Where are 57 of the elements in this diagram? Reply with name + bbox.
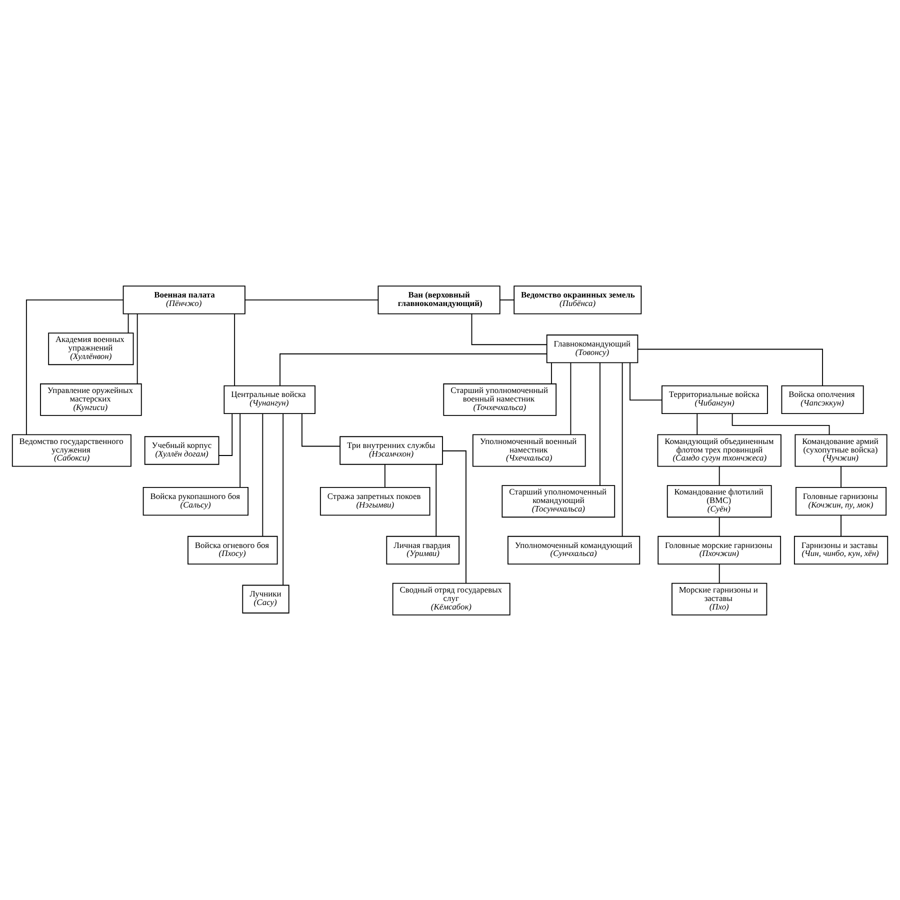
- connector: [551, 362, 552, 384]
- connector: [282, 412, 284, 586]
- connector: [718, 465, 720, 486]
- connector: [234, 312, 236, 386]
- connector: [136, 312, 138, 384]
- node-box: Учебный корпус (Хуллён догам): [144, 436, 220, 464]
- connector: [718, 563, 720, 584]
- node-box: Главнокомандующий (Товонсу): [546, 334, 638, 363]
- node-box: Морские гарнизоны и заставы (Пхо): [672, 582, 768, 615]
- node-box: Старший уполномоченный военный наместник (Точхечхальса): [443, 382, 557, 416]
- connector: [436, 463, 437, 536]
- connector: [128, 312, 129, 333]
- connector: [471, 312, 548, 345]
- connector: [840, 514, 842, 536]
- node-box: Войска рукопашного боя (Сальсу): [142, 486, 248, 516]
- node-box: Уполномоченный военный наместник (Чхечхальса): [472, 434, 586, 466]
- connector: [637, 348, 823, 386]
- connector: [442, 450, 466, 584]
- node-box: Академия военных упражнений (Хуллёнвон): [48, 332, 134, 365]
- connector: [240, 412, 241, 488]
- connector: [570, 362, 572, 434]
- node-box: Головные гарнизоны (Кочжин, пу, мок): [796, 486, 887, 516]
- node-box: Территориальные войска (Чибангун): [662, 384, 768, 414]
- node-box: Командование флотилий (ВМС) (Суён): [666, 484, 772, 518]
- node-box: Сводный отряд государевых слуг (Кёмсабок): [392, 582, 510, 615]
- connector: [384, 463, 386, 488]
- connector: [280, 352, 547, 386]
- node-box: Военная палата (Пёнчжо): [122, 285, 246, 314]
- node-box: Личная гвардия (Уримви): [386, 535, 460, 564]
- connector: [718, 516, 720, 536]
- node-box: Стража запретных покоев (Нэгымви): [320, 486, 430, 516]
- connector: [301, 412, 340, 446]
- node-box: Ван (верховный главнокомандующий): [378, 285, 500, 314]
- connector: [26, 298, 124, 435]
- node-box: Уполномоченный командующий (Сунчхальса): [507, 535, 640, 564]
- node-box: Центральные войска (Чунангун): [224, 384, 316, 414]
- node-box: Командование армий (сухопутные войска) (Чучжин): [794, 434, 888, 466]
- node-box: Войска огневого боя (Пхосу): [188, 535, 278, 564]
- connector: [630, 362, 662, 400]
- node-box: Старший уполномоченный командующий (Тосунчхальса): [502, 484, 616, 518]
- node-box: Командующий объединенным флотом трех провинций (Самдо сугун тхончжеса): [657, 434, 782, 466]
- node-box: Гарнизоны и заставы (Чин, чинбо, кун, хён): [794, 535, 888, 564]
- connector: [218, 412, 233, 456]
- connector: [732, 412, 830, 434]
- node-box: Ведомство государственного услужения (Сабокси): [12, 434, 132, 466]
- node-box: Ведомство окраинных земель (Пибёнса): [514, 285, 642, 314]
- connector: [262, 412, 264, 536]
- node-box: Управление оружейных мастерских (Кунгиси): [40, 382, 142, 416]
- node-box: Головные морские гарнизоны (Пхочжин): [658, 535, 782, 564]
- connector: [840, 465, 842, 488]
- connector: [500, 298, 514, 300]
- connector: [622, 362, 623, 536]
- connector: [244, 298, 378, 300]
- node-box: Три внутренних службы (Нэсамчхон): [340, 436, 443, 464]
- node-box: Лучники (Сасу): [242, 584, 290, 613]
- node-box: Войска ополчения (Чапсэккун): [781, 384, 864, 414]
- connector: [696, 412, 698, 434]
